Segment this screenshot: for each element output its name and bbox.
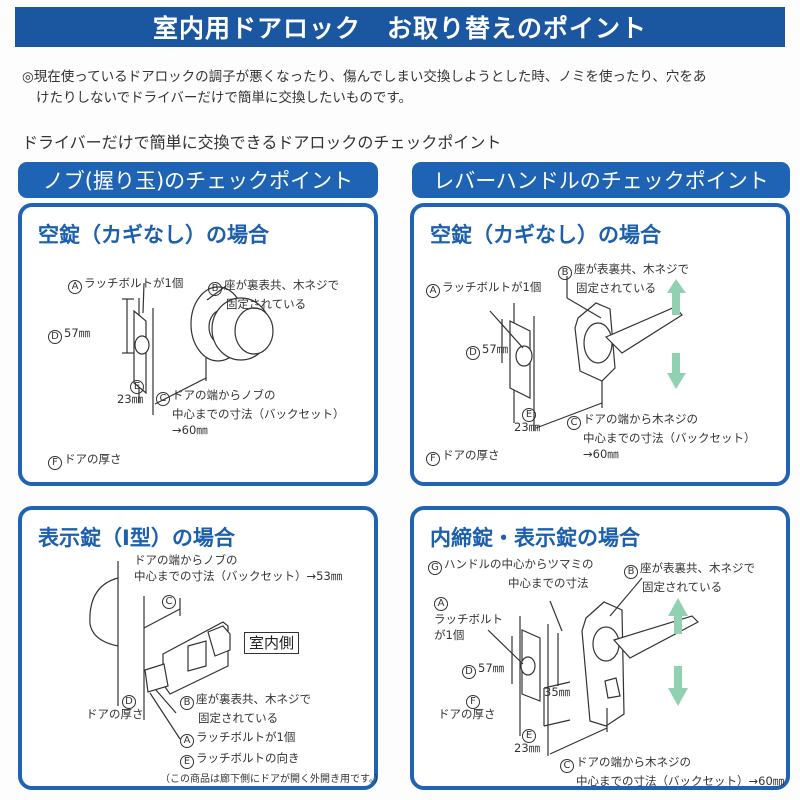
panel-title: 表示錠（I型）の場合 [38, 526, 235, 550]
marker-a: A [68, 280, 82, 294]
intro-paragraph: ◎現在使っているドアロックの調子が悪くなったり、傷んでしまい交換しようとした時、… [22, 67, 782, 109]
knob-latch-diagram [122, 282, 274, 415]
lever-privacy-diagram [487, 577, 699, 756]
marker-d: D [48, 330, 62, 344]
marker-b: B [208, 282, 222, 296]
marker-e: E [522, 408, 536, 422]
intro-line-1: ◎現在使っているドアロックの調子が悪くなったり、傷んでしまい交換しようとした時、… [22, 69, 707, 85]
marker-b: B [624, 565, 638, 579]
marker-d: D [462, 665, 476, 679]
marker-d: D [466, 346, 480, 360]
marker-c: C [560, 759, 574, 773]
label-35mm: 35㎜ [544, 685, 571, 699]
label-a: A ラッチボルト が1個 [434, 597, 503, 642]
label-e-dim: 23㎜ [117, 392, 144, 406]
marker-a: A [180, 734, 194, 748]
label-c-text: ドアの端からノブの 中心までの寸法（バックセット）→53㎜ [134, 553, 343, 583]
marker-c: C [156, 392, 170, 406]
marker-e: E [180, 755, 194, 769]
outswing-note: （この商品は廊下側にドアが開く外開き用です。） [160, 774, 384, 785]
marker-d: D [122, 695, 136, 709]
knob-column-label: ノブ(握り玉)のチェックポイント [42, 169, 354, 193]
marker-g: G [428, 561, 442, 575]
marker-c: C [567, 416, 581, 430]
page-title-banner: 室内用ドアロック お取り替えのポイント [15, 7, 785, 47]
marker-b: B [558, 266, 572, 280]
marker-a: A [434, 597, 448, 611]
panel-title: 内締錠・表示錠の場合 [430, 526, 640, 550]
marker-f: F [48, 456, 62, 470]
label-e: E [130, 375, 146, 394]
indoor-side-label: 室内側 [244, 632, 300, 654]
panel-knob-indicator: 表示錠（I型）の場合 ドアの端からノブの 中心までの寸法（バックセット）→53㎜… [18, 506, 384, 790]
lever-latch-diagram [489, 276, 686, 431]
label-f-text: ドアの厚さ [438, 707, 496, 721]
page-title: 室内用ドアロック お取り替えのポイント [152, 14, 647, 43]
intro-line-2: けたりしないでドライバーだけで簡単に交換したいものです。 [36, 90, 412, 106]
label-d-text: ドアの厚さ [86, 707, 144, 721]
marker-f: F [466, 695, 480, 709]
label-f: F [466, 690, 482, 709]
marker-f: F [426, 452, 440, 466]
label-d: D [122, 690, 138, 709]
panel-title: 空錠（カギなし）の場合 [430, 223, 661, 247]
marker-a: A [426, 284, 440, 298]
label-e: E [522, 403, 538, 422]
label-e: E [522, 724, 538, 743]
marker-b: B [180, 696, 194, 710]
marker-c: C [162, 595, 176, 609]
marker-e: E [130, 380, 144, 394]
knob-column-heading: ノブ(握り玉)のチェックポイント [18, 162, 378, 198]
label-e-dim: 23㎜ [514, 741, 541, 755]
label-c: C [162, 590, 178, 609]
checkpoint-subheading: ドライバーだけで簡単に交換できるドアロックのチェックポイント [22, 133, 502, 152]
marker-e: E [522, 729, 536, 743]
panel-title: 空錠（カギなし）の場合 [38, 223, 269, 247]
lever-column-label: レバーハンドルのチェックポイント [433, 169, 769, 193]
lever-column-heading: レバーハンドルのチェックポイント [412, 162, 790, 198]
label-e-dim: 23㎜ [514, 420, 541, 434]
indicator-lock-diagram [89, 561, 231, 740]
